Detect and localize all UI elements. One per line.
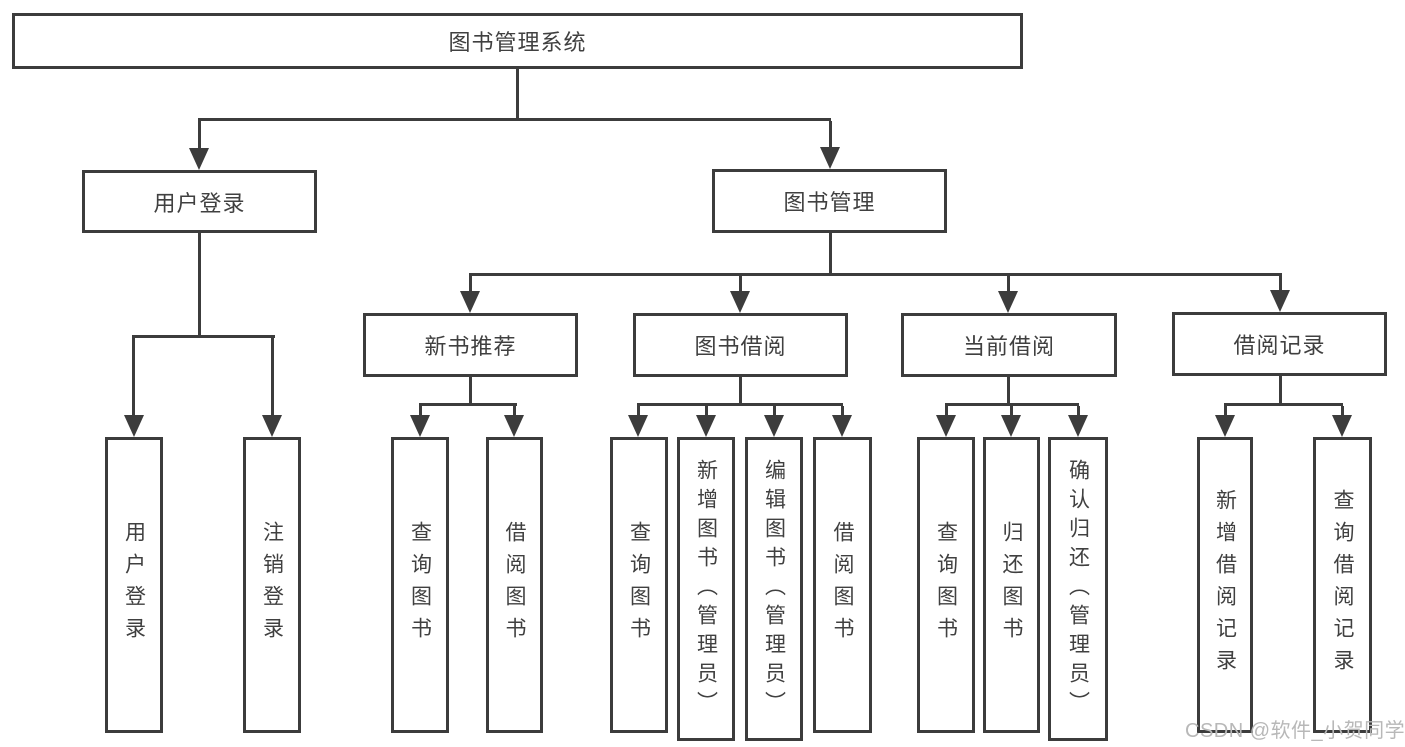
connector-line bbox=[469, 273, 1282, 276]
connector-line bbox=[419, 403, 517, 406]
connector-line bbox=[198, 233, 201, 335]
connector-line bbox=[1007, 276, 1010, 292]
node-book-borrowing: 图书借阅 bbox=[633, 313, 848, 377]
arrow-down-icon bbox=[189, 148, 209, 170]
connector-line bbox=[705, 406, 708, 416]
connector-line bbox=[271, 338, 274, 415]
node-new-book-recommend-label: 新书推荐 bbox=[424, 334, 517, 359]
connector-line bbox=[1077, 406, 1080, 416]
node-user-login: 用户登录 bbox=[82, 170, 317, 233]
node-borrowing-records: 借阅记录 bbox=[1172, 312, 1387, 376]
leaf-user-login-label: 用户登录 bbox=[122, 521, 146, 649]
connector-line bbox=[1010, 406, 1013, 416]
leaf-query-book-current: 查询图书 bbox=[917, 437, 975, 733]
connector-line bbox=[198, 118, 831, 121]
node-current-borrowing: 当前借阅 bbox=[901, 313, 1117, 377]
node-root-label: 图书管理系统 bbox=[448, 30, 587, 55]
leaf-query-borrow-record-label: 查询借阅记录 bbox=[1331, 489, 1354, 681]
arrow-down-icon bbox=[1215, 415, 1235, 437]
arrow-down-icon bbox=[262, 415, 282, 437]
arrow-down-icon bbox=[998, 291, 1018, 313]
node-user-login-label: 用户登录 bbox=[153, 190, 246, 216]
leaf-query-book-borrowing-label: 查询图书 bbox=[627, 521, 651, 649]
leaf-logout: 注销登录 bbox=[243, 437, 301, 733]
connector-line bbox=[419, 406, 422, 416]
leaf-query-borrow-record: 查询借阅记录 bbox=[1313, 437, 1372, 733]
connector-line bbox=[841, 406, 844, 416]
connector-line bbox=[1224, 403, 1343, 406]
arrow-down-icon bbox=[936, 415, 956, 437]
leaf-add-borrow-record-label: 新增借阅记录 bbox=[1213, 489, 1237, 681]
leaf-edit-book-admin: 编辑图书（管理员） bbox=[745, 437, 803, 741]
arrow-down-icon bbox=[696, 415, 716, 437]
connector-line bbox=[945, 406, 948, 416]
leaf-add-borrow-record: 新增借阅记录 bbox=[1197, 437, 1253, 733]
arrow-down-icon bbox=[1068, 415, 1088, 437]
node-book-management-label: 图书管理 bbox=[783, 190, 876, 215]
leaf-return-book-label: 归还图书 bbox=[1000, 521, 1023, 649]
connector-line bbox=[1279, 376, 1282, 406]
connector-line bbox=[945, 403, 1079, 406]
leaf-query-book-current-label: 查询图书 bbox=[934, 521, 958, 649]
connector-line bbox=[469, 276, 472, 292]
connector-line bbox=[198, 121, 201, 150]
leaf-confirm-return-admin-label: 确认归还（管理员） bbox=[1066, 458, 1090, 720]
arrow-down-icon bbox=[1001, 415, 1021, 437]
connector-line bbox=[829, 233, 832, 273]
leaf-borrow-book: 借阅图书 bbox=[813, 437, 872, 733]
leaf-return-book: 归还图书 bbox=[983, 437, 1040, 733]
arrow-down-icon bbox=[730, 291, 750, 313]
arrow-down-icon bbox=[820, 147, 840, 169]
leaf-borrow-book-recommend: 借阅图书 bbox=[486, 437, 543, 733]
node-book-management: 图书管理 bbox=[712, 169, 947, 233]
node-book-borrowing-label: 图书借阅 bbox=[694, 334, 787, 359]
leaf-logout-label: 注销登录 bbox=[260, 521, 284, 649]
connector-line bbox=[637, 406, 640, 416]
connector-line bbox=[513, 406, 516, 416]
connector-line bbox=[1007, 377, 1010, 406]
leaf-edit-book-admin-label: 编辑图书（管理员） bbox=[762, 458, 786, 720]
connector-line bbox=[516, 69, 519, 118]
arrow-down-icon bbox=[764, 415, 784, 437]
connector-line bbox=[739, 276, 742, 292]
arrow-down-icon bbox=[124, 415, 144, 437]
csdn-watermark: CSDN @软件_小贺同学 bbox=[1185, 720, 1405, 742]
connector-line bbox=[773, 406, 776, 416]
leaf-confirm-return-admin: 确认归还（管理员） bbox=[1048, 437, 1108, 741]
node-borrowing-records-label: 借阅记录 bbox=[1233, 333, 1326, 358]
connector-line bbox=[1279, 276, 1282, 291]
connector-line bbox=[739, 377, 742, 406]
arrow-down-icon bbox=[504, 415, 524, 437]
arrow-down-icon bbox=[628, 415, 648, 437]
node-new-book-recommend: 新书推荐 bbox=[363, 313, 578, 377]
arrow-down-icon bbox=[1270, 290, 1290, 312]
connector-line bbox=[637, 403, 843, 406]
connector-line bbox=[1341, 406, 1344, 416]
connector-line bbox=[829, 121, 832, 149]
leaf-query-book-recommend-label: 查询图书 bbox=[408, 521, 432, 649]
leaf-add-book-admin: 新增图书（管理员） bbox=[677, 437, 735, 741]
leaf-borrow-book-label: 借阅图书 bbox=[831, 521, 854, 649]
leaf-user-login: 用户登录 bbox=[105, 437, 163, 733]
leaf-query-book-borrowing: 查询图书 bbox=[610, 437, 668, 733]
leaf-borrow-book-recommend-label: 借阅图书 bbox=[503, 521, 526, 649]
node-current-borrowing-label: 当前借阅 bbox=[962, 334, 1055, 359]
leaf-add-book-admin-label: 新增图书（管理员） bbox=[694, 458, 718, 720]
arrow-down-icon bbox=[832, 415, 852, 437]
connector-line bbox=[469, 377, 472, 406]
connector-line bbox=[132, 338, 135, 415]
leaf-query-book-recommend: 查询图书 bbox=[391, 437, 449, 733]
connector-line bbox=[1224, 406, 1227, 416]
arrow-down-icon bbox=[410, 415, 430, 437]
arrow-down-icon bbox=[1332, 415, 1352, 437]
connector-line bbox=[132, 335, 275, 338]
arrow-down-icon bbox=[460, 291, 480, 313]
node-root: 图书管理系统 bbox=[12, 13, 1023, 69]
